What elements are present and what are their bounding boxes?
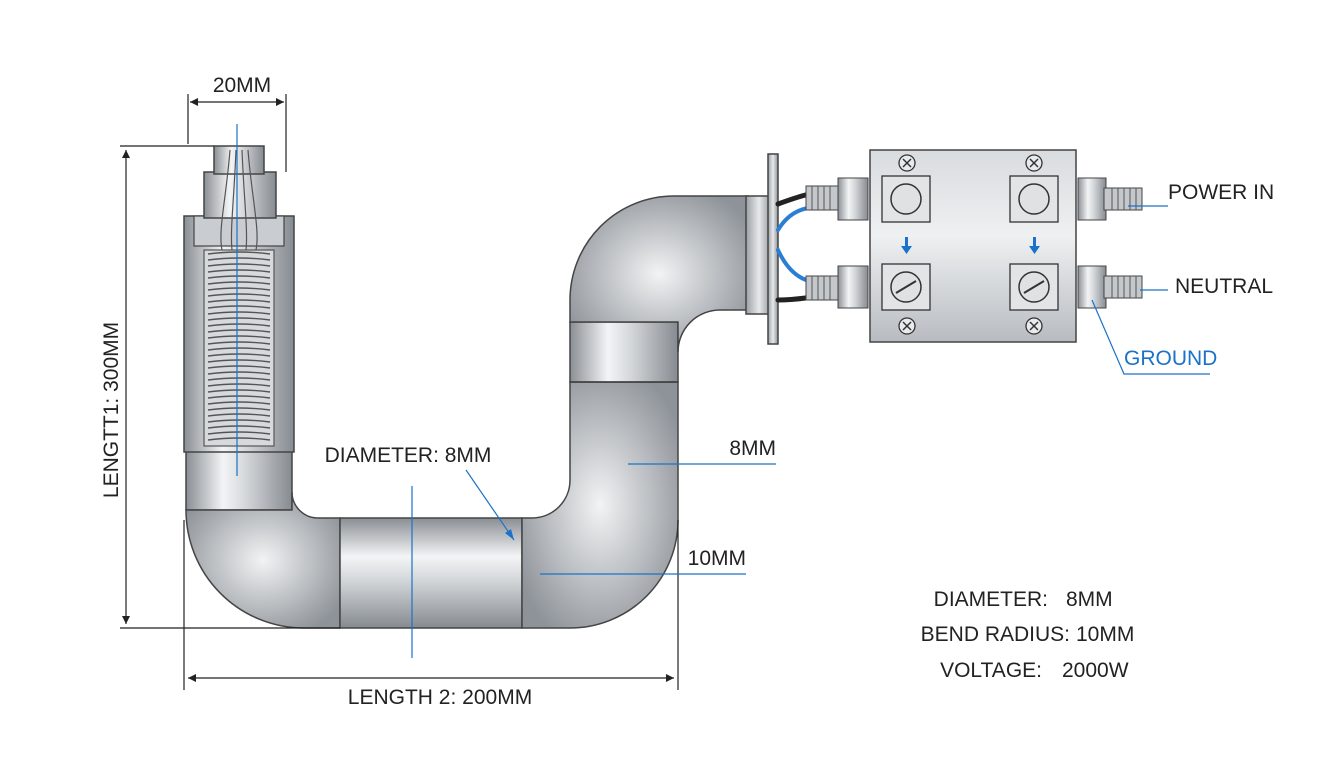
coil-turn — [207, 347, 271, 351]
coil-turn — [207, 359, 271, 363]
spec-voltage-value: 2000W — [1062, 659, 1129, 682]
terminal-box — [805, 149, 1143, 343]
heating-tube — [185, 195, 749, 629]
coil-turn — [207, 305, 271, 309]
arrow-down-icon — [901, 237, 912, 254]
leader-lines — [411, 205, 1210, 658]
coil-turn — [207, 323, 271, 327]
mounting-flange — [745, 153, 779, 345]
coil-turn — [207, 437, 271, 441]
right-bottom-stud — [1077, 265, 1143, 309]
terminal-bottom-left — [881, 263, 931, 311]
spec-diameter-label: DIAMETER: — [934, 588, 1048, 611]
coil-turn — [207, 425, 271, 429]
radius-10mm-label: 10MM — [688, 547, 746, 570]
coil-turn — [207, 293, 271, 297]
coil-turn — [207, 395, 271, 399]
coil-turn — [207, 311, 271, 315]
coil-turn — [207, 383, 271, 387]
spec-block: DIAMETER: 8MM BEND RADIUS: 10MM VOLTAGE:… — [921, 588, 1135, 682]
coil-turn — [207, 299, 271, 303]
coil-turn — [207, 251, 271, 255]
coil-turn — [207, 413, 271, 417]
right-top-stud — [1077, 177, 1143, 221]
coil-turn — [207, 389, 271, 393]
terminal-bottom-right — [1009, 263, 1059, 311]
spec-bend-radius-label: BEND RADIUS: — [921, 623, 1070, 646]
diameter-8mm-label: 8MM — [729, 437, 776, 460]
terminal-top-right — [1009, 175, 1059, 223]
length1-dimension-label: LENGTT1: 300MM — [100, 322, 123, 498]
spec-voltage-label: VOLTAGE: — [940, 659, 1042, 682]
coil-turn — [207, 371, 271, 375]
coil-turn — [207, 263, 271, 267]
ground-label: GROUND — [1124, 347, 1217, 370]
coil-turn — [207, 401, 271, 405]
coil-turn — [207, 275, 271, 279]
spec-bend-radius-value: 10MM — [1076, 623, 1134, 646]
diameter-callout: DIAMETER: 8MM — [325, 444, 492, 467]
coil-turn — [207, 335, 271, 339]
left-bottom-stud — [805, 265, 869, 309]
coil-turn — [207, 377, 271, 381]
dimension-lines — [120, 94, 679, 690]
arrow-down-icon — [1029, 237, 1040, 254]
terminal-top-left — [881, 175, 931, 223]
spring-fitting — [183, 124, 295, 476]
left-top-stud — [805, 177, 869, 221]
coil-turn — [207, 419, 271, 423]
spec-diameter-value: 8MM — [1066, 588, 1113, 611]
coil-turn — [207, 341, 271, 345]
coil-turn — [207, 353, 271, 357]
coil-turn — [207, 281, 271, 285]
coil-turn — [207, 317, 271, 321]
coil-turn — [207, 287, 271, 291]
length2-dimension-label: LENGTH 2: 200MM — [348, 686, 532, 709]
coil-turn — [207, 257, 271, 261]
width-dimension-label: 20MM — [213, 74, 271, 97]
neutral-label: NEUTRAL — [1175, 275, 1273, 298]
coil-turn — [207, 431, 271, 435]
coil-turn — [207, 269, 271, 273]
power-in-label: POWER IN — [1168, 181, 1274, 204]
coil-turn — [207, 365, 271, 369]
coil-turn — [207, 329, 271, 333]
coil-turn — [207, 407, 271, 411]
